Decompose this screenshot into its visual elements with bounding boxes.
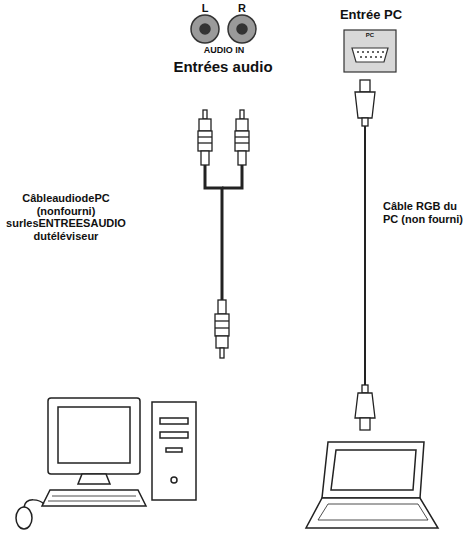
channel-letter: R xyxy=(235,2,249,15)
cable-note: CâbleaudiodePC (nonfourni) surlesENTREES… xyxy=(3,192,129,243)
laptop-computer xyxy=(306,442,438,528)
audio-cable xyxy=(205,165,242,300)
channel-letter: L xyxy=(198,2,212,15)
rgb-cable xyxy=(364,126,366,385)
connector-heading: Entrée PC xyxy=(326,8,416,23)
vga-port xyxy=(344,30,396,72)
audio-jacks xyxy=(191,15,256,43)
rca-plug-lower xyxy=(215,300,229,358)
desktop-computer xyxy=(16,398,196,529)
rca-plugs xyxy=(198,110,249,165)
port-name: AUDIO IN xyxy=(188,45,260,55)
vga-plug-lower xyxy=(355,385,375,430)
cable-note: Câble RGB du PC (non fourni) xyxy=(383,200,473,225)
vga-plug-upper xyxy=(355,80,375,126)
port-name: PC xyxy=(352,32,388,39)
connector-heading: Entrées audio xyxy=(172,58,274,75)
